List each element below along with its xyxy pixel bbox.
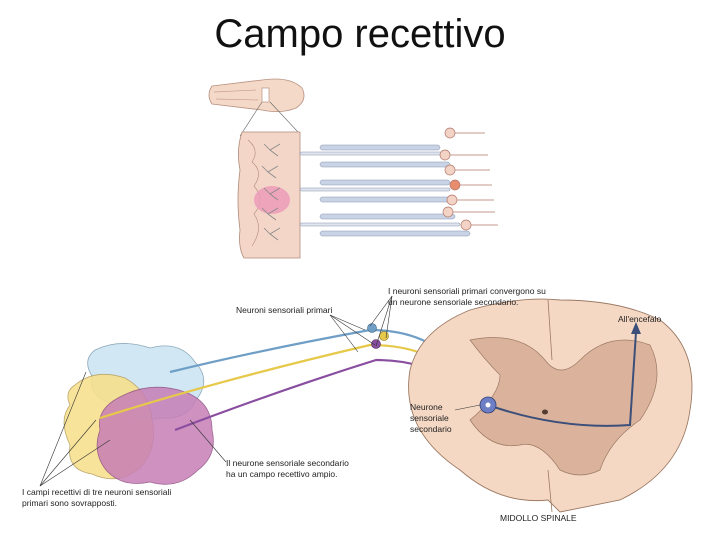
- top-neuron-cell-bodies: [439, 127, 498, 231]
- convergence-label-line1: I neuroni sensoriali primari convergono …: [388, 286, 546, 296]
- wide-field-label-line1: Il neurone sensoriale secondario: [226, 458, 349, 468]
- slide-title: Campo recettivo: [214, 12, 506, 56]
- secondary-neuron-label-line3: secondario: [410, 424, 452, 434]
- overlap-label-line1: I campi recettivi di tre neuroni sensori…: [22, 487, 171, 497]
- spinal-cord: [408, 298, 693, 513]
- spinal-cord-label: MIDOLLO SPINALE: [500, 513, 577, 523]
- wide-field-label-line2: ha un campo recettivo ampio.: [226, 469, 338, 479]
- convergence-label-line2: un neurone sensoriale secondario.: [388, 297, 518, 307]
- myelinated-fibers: [299, 144, 471, 237]
- skin-section: [237, 131, 301, 259]
- leader-lines: [39, 295, 481, 487]
- secondary-neuron-label-line1: Neurone: [410, 402, 443, 412]
- overlap-label-line2: primari sono sovrapposti.: [22, 498, 117, 508]
- hand-illustration: [208, 78, 305, 112]
- zoom-lines: [239, 101, 299, 137]
- to-brain-label: All'encefalo: [618, 314, 661, 324]
- primary-neurons-label: Neuroni sensoriali primari: [236, 305, 332, 315]
- receptive-fields: [63, 343, 214, 485]
- secondary-neuron-label-line2: sensoriale: [410, 413, 449, 423]
